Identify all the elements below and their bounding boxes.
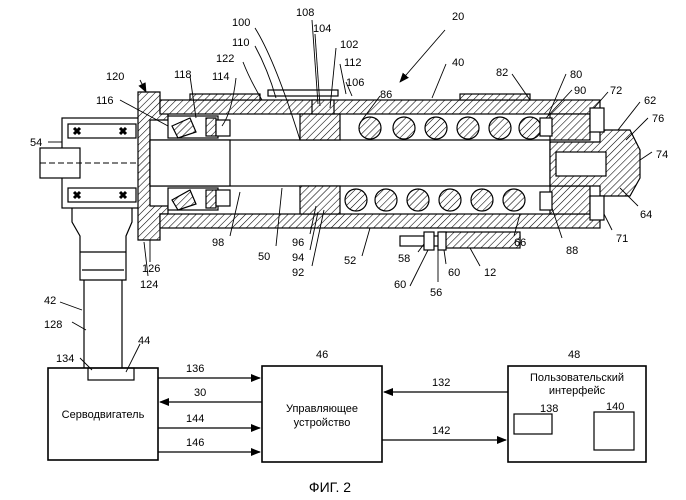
label-116: 116 xyxy=(96,95,114,107)
controller-box: Управляющее устройство xyxy=(262,366,382,462)
ui-label-2: интерфейс xyxy=(549,385,606,397)
controller-label-2: устройство xyxy=(294,417,351,429)
label-144: 144 xyxy=(186,413,204,425)
label-146: 146 xyxy=(186,437,204,449)
label-104: 104 xyxy=(313,23,331,35)
label-86: 86 xyxy=(380,89,392,101)
label-30: 30 xyxy=(194,387,206,399)
label-110: 110 xyxy=(232,37,250,49)
ui-box: Пользовательский интерфейс xyxy=(508,366,646,462)
label-60a: 60 xyxy=(448,267,460,279)
servo-label: Серводвигатель xyxy=(62,409,145,421)
housing-lower-wall xyxy=(160,214,600,228)
bearing-upper xyxy=(168,116,230,138)
label-50: 50 xyxy=(258,251,270,263)
label-42: 42 xyxy=(44,295,56,307)
label-80: 80 xyxy=(570,69,582,81)
label-108: 108 xyxy=(296,7,314,19)
label-118: 118 xyxy=(174,69,192,81)
label-94: 94 xyxy=(292,252,304,264)
label-120: 120 xyxy=(106,71,124,83)
label-54: 54 xyxy=(30,137,42,149)
label-46: 46 xyxy=(316,349,328,361)
label-76: 76 xyxy=(652,113,664,125)
label-72: 72 xyxy=(610,85,622,97)
label-136: 136 xyxy=(186,363,204,375)
label-98: 98 xyxy=(212,237,224,249)
label-140: 140 xyxy=(606,401,624,413)
ui-element-140 xyxy=(594,412,634,450)
label-138: 138 xyxy=(540,403,558,415)
bearing-lower xyxy=(168,188,230,210)
label-100: 100 xyxy=(232,17,250,29)
label-90: 90 xyxy=(574,85,586,97)
label-82: 82 xyxy=(496,67,508,79)
label-12: 12 xyxy=(484,267,496,279)
label-132: 132 xyxy=(432,377,450,389)
figure-caption: ФИГ. 2 xyxy=(309,479,351,495)
label-126: 126 xyxy=(142,263,160,275)
label-134: 134 xyxy=(56,353,74,365)
label-64: 64 xyxy=(640,209,652,221)
label-44: 44 xyxy=(138,335,150,347)
label-60b: 60 xyxy=(394,279,406,291)
controller-label-1: Управляющее xyxy=(286,403,358,415)
housing-upper-wall xyxy=(160,100,600,114)
label-20: 20 xyxy=(452,11,464,23)
label-106: 106 xyxy=(346,77,364,89)
signal-arrows xyxy=(158,378,508,452)
ui-label-1: Пользовательский xyxy=(530,372,624,384)
label-66: 66 xyxy=(514,237,526,249)
servo-box: Серводвигатель xyxy=(48,368,158,460)
label-112: 112 xyxy=(344,57,362,69)
nut-block-upper xyxy=(300,114,340,140)
label-56: 56 xyxy=(430,287,442,299)
label-128: 128 xyxy=(44,319,62,331)
nut-block-lower xyxy=(300,186,340,214)
label-124: 124 xyxy=(140,279,158,291)
label-52: 52 xyxy=(344,255,356,267)
label-122: 122 xyxy=(216,53,234,65)
label-58: 58 xyxy=(398,253,410,265)
label-102: 102 xyxy=(340,39,358,51)
label-96: 96 xyxy=(292,237,304,249)
label-62: 62 xyxy=(644,95,656,107)
motor-column xyxy=(72,208,132,368)
label-74: 74 xyxy=(656,149,668,161)
label-114: 114 xyxy=(212,71,230,83)
label-92: 92 xyxy=(292,267,304,279)
label-40: 40 xyxy=(452,57,464,69)
ui-element-138 xyxy=(514,414,552,434)
label-88: 88 xyxy=(566,245,578,257)
label-71: 71 xyxy=(616,233,628,245)
label-48: 48 xyxy=(568,349,580,361)
label-142: 142 xyxy=(432,425,450,437)
